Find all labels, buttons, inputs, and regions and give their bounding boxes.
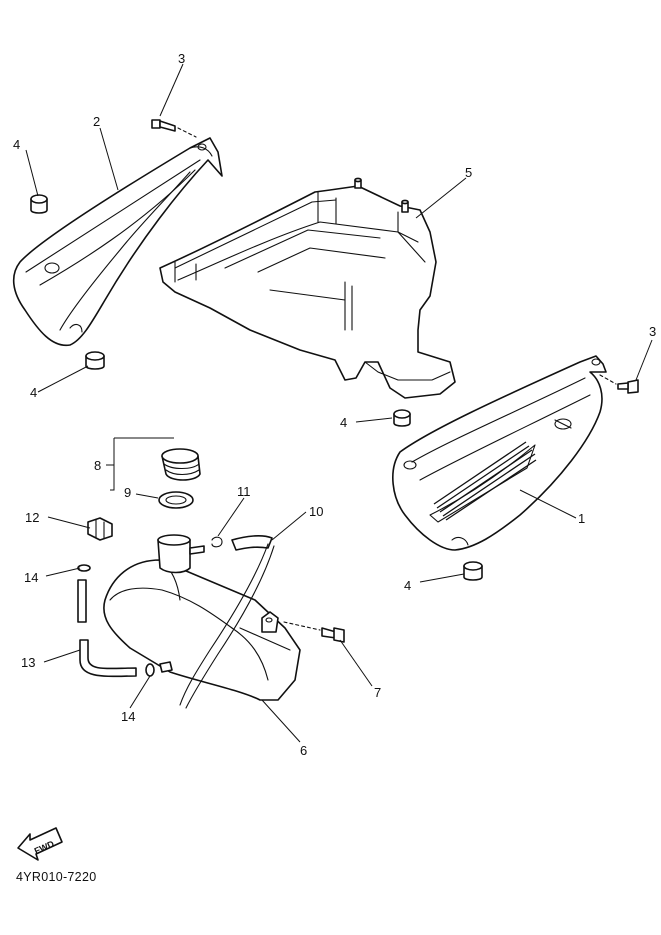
callout-8: 8: [94, 458, 101, 473]
callout-2: 2: [93, 114, 100, 129]
forward-direction-arrow: FWD: [17, 827, 63, 861]
part-1-vent-grille: [433, 441, 537, 521]
callout-14-upper: 14: [24, 570, 38, 585]
part-4-grommet-top-left: [30, 194, 48, 214]
diagram-code: 4YR010-7220: [16, 870, 97, 884]
callout-3-right: 3: [649, 324, 656, 339]
callout-4-right-lower: 4: [404, 578, 411, 593]
callout-4-bottom-left: 4: [30, 385, 37, 400]
callout-4-top-left: 4: [13, 137, 20, 152]
callout-1: 1: [578, 511, 585, 526]
callout-11: 11: [237, 484, 251, 499]
part-12-clamp: [87, 517, 113, 541]
part-3-bolt-left: [151, 119, 197, 138]
part-9-gasket: [158, 491, 194, 509]
callout-6: 6: [300, 743, 307, 758]
part-5-battery-tray: [159, 177, 456, 399]
part-2-left-side-cover: [12, 137, 223, 347]
callout-10: 10: [309, 504, 323, 519]
part-7-bolt: [283, 621, 345, 643]
part-4-grommet-bottom-left: [85, 351, 105, 370]
part-10-breather-hose: [179, 535, 275, 709]
part-13-overflow-hose: [77, 579, 137, 678]
callout-4-right-upper: 4: [340, 415, 347, 430]
part-14-hose-clip-lower: [145, 663, 155, 677]
part-6-reservoir-tank: [103, 534, 301, 701]
callout-12: 12: [25, 510, 39, 525]
part-11-hose-clip: [211, 536, 223, 548]
callout-labels: 3 2 4 4 5 3 4 1 4 8 9 12 11 10 14 13 14 …: [13, 51, 656, 758]
part-3-bolt-right: [599, 374, 639, 394]
part-4-grommet-right-lower: [463, 561, 483, 581]
part-4-grommet-right-upper: [393, 409, 411, 427]
callout-9: 9: [124, 485, 131, 500]
callout-14-lower: 14: [121, 709, 135, 724]
callout-3-top: 3: [178, 51, 185, 66]
callout-13: 13: [21, 655, 35, 670]
part-8-filler-cap: [161, 448, 201, 481]
callout-5: 5: [465, 165, 472, 180]
leader-lines: [25, 63, 653, 743]
callout-7: 7: [374, 685, 381, 700]
